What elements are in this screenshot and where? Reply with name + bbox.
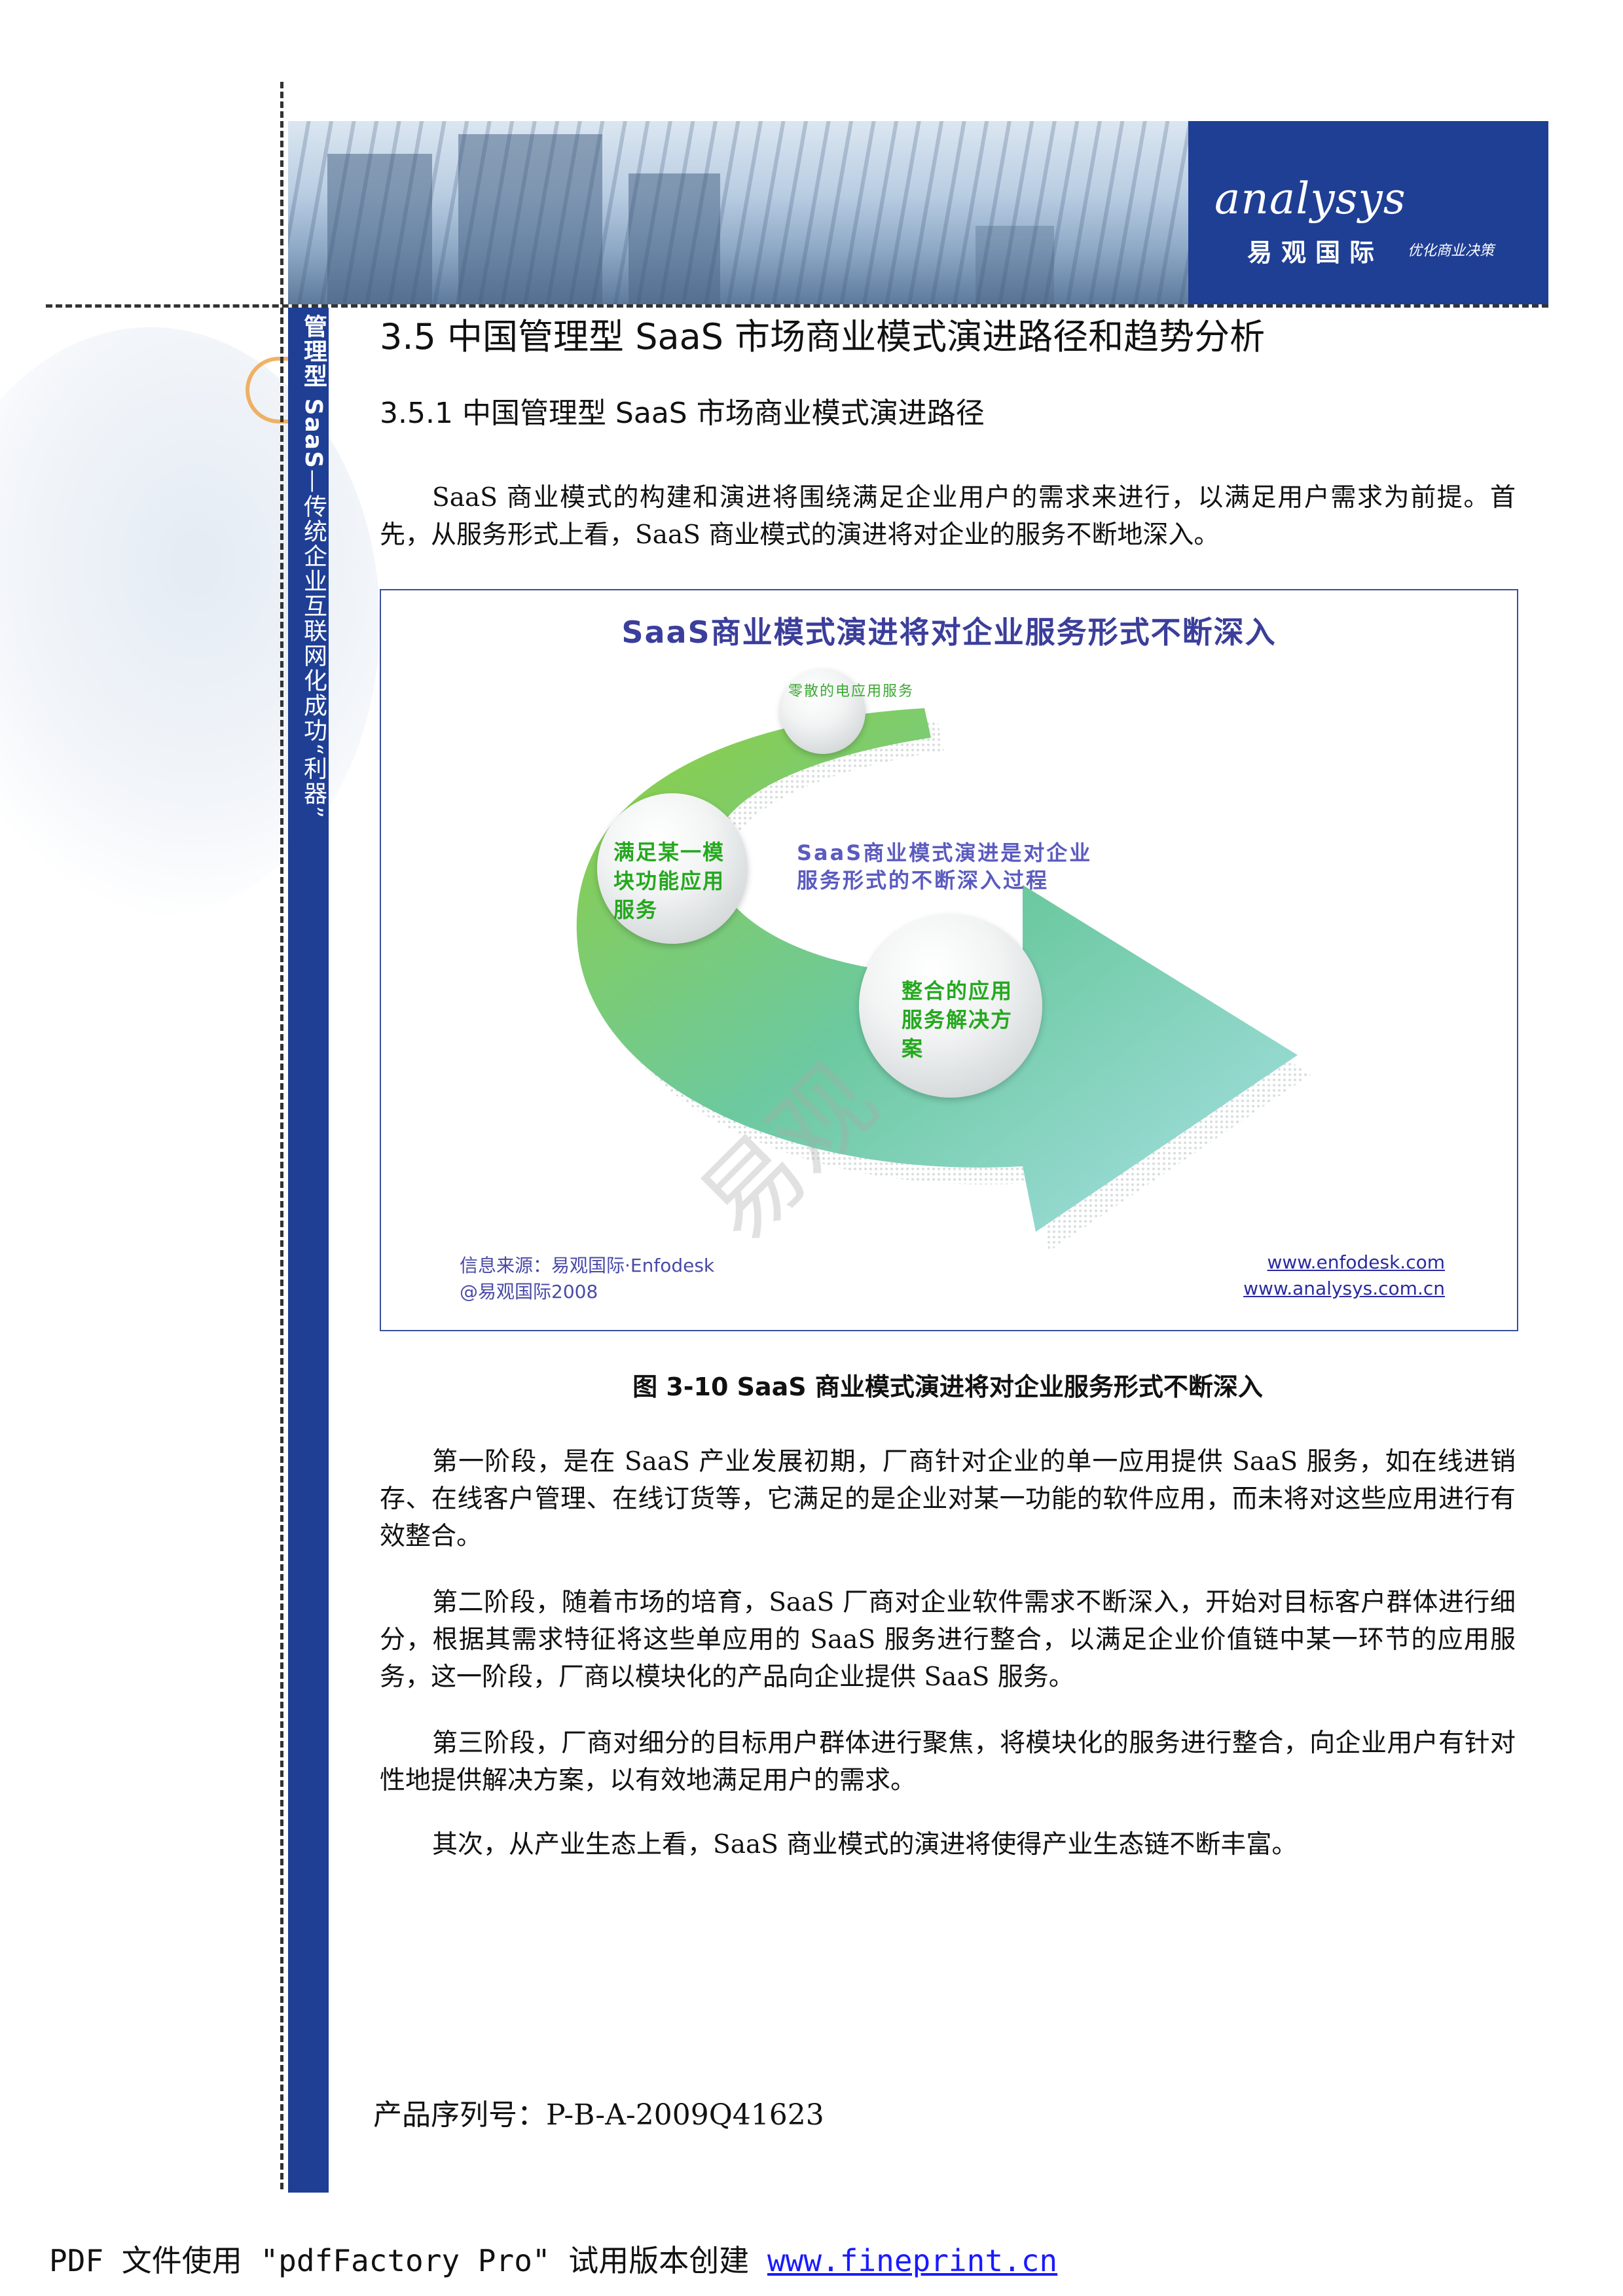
orange-arc-decoration bbox=[246, 357, 289, 423]
bubble-small-label: 零散的电应用服务 bbox=[788, 683, 915, 700]
footer-text: PDF 文件使用 "pdfFactory Pro" 试用版本创建 bbox=[49, 2243, 767, 2278]
header-banner-image bbox=[288, 121, 1188, 304]
figure-caption: 图 3-10 SaaS 商业模式演进将对企业服务形式不断深入 bbox=[632, 1372, 1263, 1401]
section-subtitle: 3.5.1 中国管理型 SaaS 市场商业模式演进路径 bbox=[380, 397, 985, 430]
side-strip-bold: 管理型 SaaS bbox=[300, 314, 327, 469]
fineprint-link[interactable]: www.fineprint.cn bbox=[767, 2243, 1058, 2278]
side-strip-rest: —传统企业互联网化成功“利器” bbox=[300, 469, 327, 819]
enfodesk-link[interactable]: www.enfodesk.com bbox=[1267, 1251, 1446, 1273]
paragraph-stage-1: 第一阶段，是在 SaaS 产业发展初期，厂商针对企业的单一应用提供 SaaS 服… bbox=[380, 1447, 1516, 1551]
figure-copyright: @易观国际2008 bbox=[460, 1281, 598, 1302]
analysys-logo: analysys 易观国际 优化商业决策 bbox=[1188, 121, 1548, 304]
figure-title: SaaS商业模式演进将对企业服务形式不断深入 bbox=[621, 615, 1277, 650]
side-strip bbox=[288, 308, 329, 2193]
paragraph-intro: SaaS 商业模式的构建和演进将围绕满足企业用户的需求来进行，以满足用户需求为前… bbox=[380, 483, 1516, 550]
pdf-footer: PDF 文件使用 "pdfFactory Pro" 试用版本创建 www.fin… bbox=[49, 2237, 1057, 2280]
logo-tagline: 优化商业决策 bbox=[1408, 243, 1495, 259]
bubble-large-label: 整合的应用服务解决方案 bbox=[902, 978, 1013, 1061]
vertical-dashed-line bbox=[280, 82, 283, 2189]
product-serial: 产品序列号：P-B-A-2009Q41623 bbox=[373, 2098, 824, 2132]
logo-chinese-name: 易观国际 bbox=[1247, 238, 1384, 267]
bubble-small bbox=[780, 669, 866, 754]
bubble-medium bbox=[597, 793, 748, 944]
horizontal-dashed-line bbox=[46, 304, 1548, 308]
figure-source: 信息来源：易观国际·Enfodesk bbox=[460, 1255, 715, 1276]
paragraph-ecosystem: 其次，从产业生态上看，SaaS 商业模式的演进将使得产业生态链不断丰富。 bbox=[432, 1830, 1298, 1859]
bubble-medium-label: 满足某一模块功能应用服务 bbox=[613, 840, 725, 922]
evolution-arrow-graphic bbox=[576, 708, 1311, 1251]
paragraph-stage-2: 第二阶段，随着市场的培育，SaaS 厂商对企业软件需求不断深入，开始对目标客户群… bbox=[380, 1588, 1516, 1692]
logo-name: analysys bbox=[1214, 173, 1406, 224]
figure-center-text: SaaS商业模式演进是对企业服务形式的不断深入过程 bbox=[797, 840, 1093, 893]
side-strip-text: 管理型 SaaS—传统企业互联网化成功“利器” bbox=[296, 314, 330, 819]
figure-frame: SaaS商业模式演进将对企业服务形式不断深入 零散的电应用服务 满足某一模块功能… bbox=[380, 589, 1518, 1331]
paragraph-stage-3: 第三阶段，厂商对细分的目标用户群体进行聚焦，将模块化的服务进行整合，向企业用户有… bbox=[380, 1729, 1516, 1795]
analysys-link[interactable]: www.analysys.com.cn bbox=[1243, 1278, 1445, 1299]
bubble-large bbox=[859, 914, 1042, 1098]
section-title: 3.5 中国管理型 SaaS 市场商业模式演进路径和趋势分析 bbox=[380, 316, 1266, 357]
